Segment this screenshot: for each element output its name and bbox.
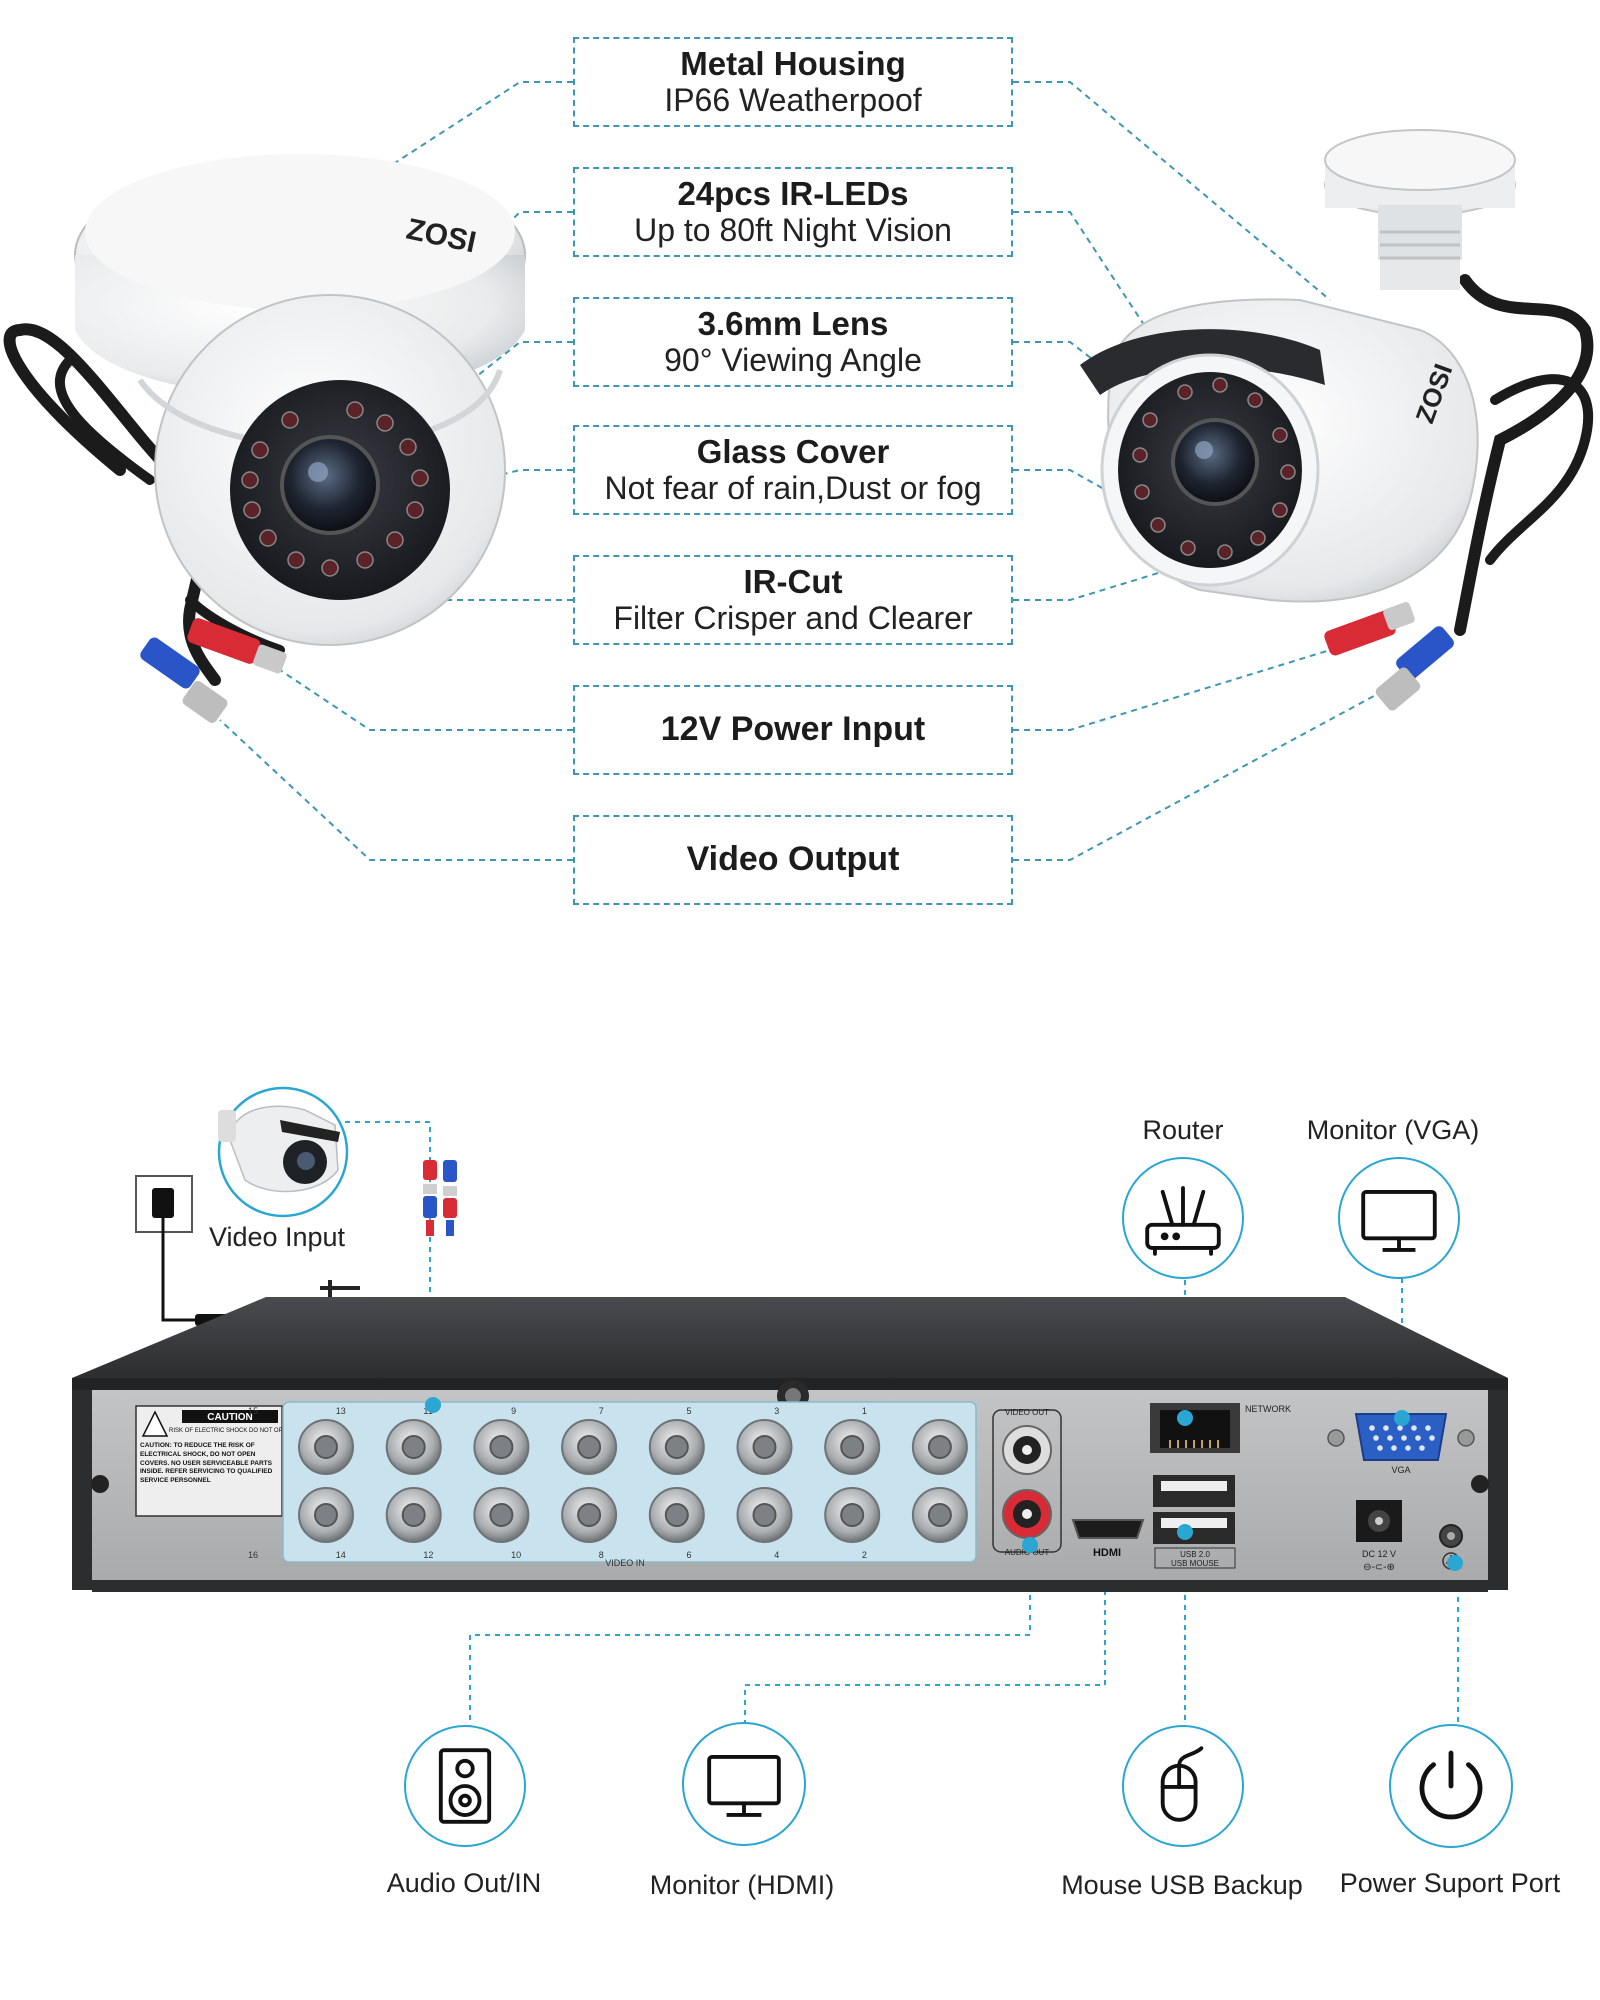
bnc-cable-pair	[423, 1160, 457, 1236]
bnc-port-center	[927, 1435, 952, 1459]
audio-out-label: AUDIO OUT	[1005, 1548, 1050, 1557]
feature-power-input: 12V Power Input	[573, 685, 1013, 775]
bullet-power-connector	[1324, 602, 1415, 656]
dome-power-connector	[187, 618, 287, 674]
bnc-channel-number: 9	[511, 1406, 516, 1416]
vga-port: VGA	[1327, 1413, 1475, 1475]
bnc-channel-number: 12	[423, 1550, 433, 1560]
bnc-port-center	[577, 1503, 602, 1527]
bnc-channel-number: 3	[774, 1406, 779, 1416]
av-out-group: VIDEO OUT AUDIO OUT	[992, 1408, 1062, 1557]
router-icon	[1122, 1157, 1244, 1279]
dc-label: DC 12 V	[1362, 1549, 1396, 1559]
bnc-channel-number: 15	[248, 1406, 258, 1416]
feature-title: Glass Cover	[696, 433, 890, 471]
bnc-channel-number: 4	[774, 1550, 779, 1560]
feature-subtitle: 90° Viewing Angle	[664, 341, 922, 378]
bnc-port-center	[577, 1435, 602, 1459]
dome-camera: ZOSI	[3, 154, 526, 723]
bnc-port-center	[752, 1503, 777, 1527]
monitor-vga-label: Monitor (VGA)	[1306, 1115, 1480, 1145]
feature-title: 24pcs IR-LEDs	[677, 175, 909, 213]
bullet-camera: ZOSI	[1080, 129, 1594, 711]
audio-label: Audio Out/IN	[386, 1868, 542, 1898]
video-out-label: VIDEO OUT	[1005, 1408, 1049, 1417]
network-usb-group: NETWORK USB 2.0 USB MOUSE	[1150, 1403, 1291, 1569]
monitor-hdmi-label: Monitor (HDMI)	[649, 1870, 835, 1900]
feature-title: 3.6mm Lens	[697, 305, 889, 343]
video-input-camera-thumb	[217, 1086, 349, 1218]
power-icon	[1389, 1724, 1513, 1848]
bnc-channel-number: 16	[248, 1550, 258, 1560]
video-in-panel: 15161314111291078563412 VIDEO IN	[248, 1401, 977, 1568]
monitor-hdmi-icon	[682, 1722, 806, 1846]
dc-power-port: DC 12 V ⊖-⊂-⊕	[1356, 1500, 1402, 1573]
feature-ir-cut: IR-Cut Filter Crisper and Clearer	[573, 555, 1013, 645]
dc-polarity-icon: ⊖-⊂-⊕	[1363, 1562, 1395, 1573]
hdmi-label: HDMI	[1093, 1547, 1121, 1559]
feature-glass-cover: Glass Cover Not fear of rain,Dust or fog	[573, 425, 1013, 515]
power-port-label: Power Suport Port	[1339, 1868, 1561, 1898]
bnc-port-center	[840, 1435, 865, 1459]
feature-title: 12V Power Input	[660, 710, 926, 749]
dome-video-connector	[140, 637, 228, 723]
feature-title: Metal Housing	[680, 45, 906, 83]
feature-video-output: Video Output	[573, 815, 1013, 905]
bnc-port-center	[314, 1503, 338, 1527]
bnc-channel-number: 2	[862, 1550, 867, 1560]
connection-dots	[425, 1397, 1463, 1571]
video-input-label: Video Input	[208, 1222, 346, 1252]
bnc-port-center	[664, 1435, 689, 1459]
mouse-icon	[1122, 1725, 1244, 1847]
feature-title: Video Output	[686, 840, 900, 879]
camera-illustration: ZOSI	[3, 81, 1594, 861]
network-label: NETWORK	[1245, 1404, 1291, 1414]
caution-title: CAUTION	[207, 1412, 253, 1423]
bnc-channel-number: 7	[599, 1406, 604, 1416]
video-in-label: VIDEO IN	[605, 1558, 645, 1568]
bnc-channel-number: 1	[862, 1406, 867, 1416]
bnc-port-center	[489, 1435, 514, 1459]
usb-label: USB 2.0	[1180, 1550, 1210, 1559]
speaker-icon	[404, 1725, 526, 1847]
bnc-channel-number: 6	[687, 1550, 692, 1560]
bnc-channel-number: 10	[511, 1550, 521, 1560]
feature-title: IR-Cut	[743, 563, 843, 601]
caution-body: CAUTION: TO REDUCE THE RISK OF ELECTRICA…	[140, 1442, 273, 1485]
bnc-port-center	[840, 1503, 865, 1527]
mouse-usb-label: Mouse USB Backup	[1061, 1870, 1303, 1900]
bnc-port-center	[314, 1435, 338, 1459]
bnc-port-center	[489, 1503, 514, 1527]
hdmi-port: HDMI	[1071, 1519, 1145, 1559]
bnc-channel-number: 13	[336, 1406, 346, 1416]
ground-terminal	[1439, 1524, 1463, 1570]
bnc-port-center	[401, 1435, 426, 1459]
feature-subtitle: Filter Crisper and Clearer	[613, 599, 973, 636]
feature-lens: 3.6mm Lens 90° Viewing Angle	[573, 297, 1013, 387]
feature-metal-housing: Metal Housing IP66 Weatherpoof	[573, 37, 1013, 127]
caution-subtitle: RISK OF ELECTRIC SHOCK DO NOT OPEN	[169, 1428, 291, 1434]
bnc-channel-number: 5	[687, 1406, 692, 1416]
caution-label: CAUTION RISK OF ELECTRIC SHOCK DO NOT OP…	[135, 1405, 291, 1517]
vga-label: VGA	[1391, 1465, 1410, 1475]
feature-ir-leds: 24pcs IR-LEDs Up to 80ft Night Vision	[573, 167, 1013, 257]
dvr-illustration: CAUTION RISK OF ELECTRIC SHOCK DO NOT OP…	[72, 1086, 1508, 1745]
monitor-vga-icon	[1338, 1157, 1460, 1279]
bnc-port-center	[401, 1503, 426, 1527]
bnc-port-center	[927, 1503, 952, 1527]
bnc-port-center	[664, 1503, 689, 1527]
usb-mouse-label: USB MOUSE	[1171, 1559, 1219, 1568]
feature-subtitle: Up to 80ft Night Vision	[634, 211, 952, 248]
feature-subtitle: IP66 Weatherpoof	[664, 81, 922, 118]
feature-subtitle: Not fear of rain,Dust or fog	[604, 469, 982, 506]
bnc-port-center	[752, 1435, 777, 1459]
router-label: Router	[1142, 1115, 1224, 1145]
bnc-channel-number: 8	[599, 1550, 604, 1560]
bnc-channel-number: 14	[336, 1550, 346, 1560]
bullet-video-connector	[1375, 626, 1454, 711]
